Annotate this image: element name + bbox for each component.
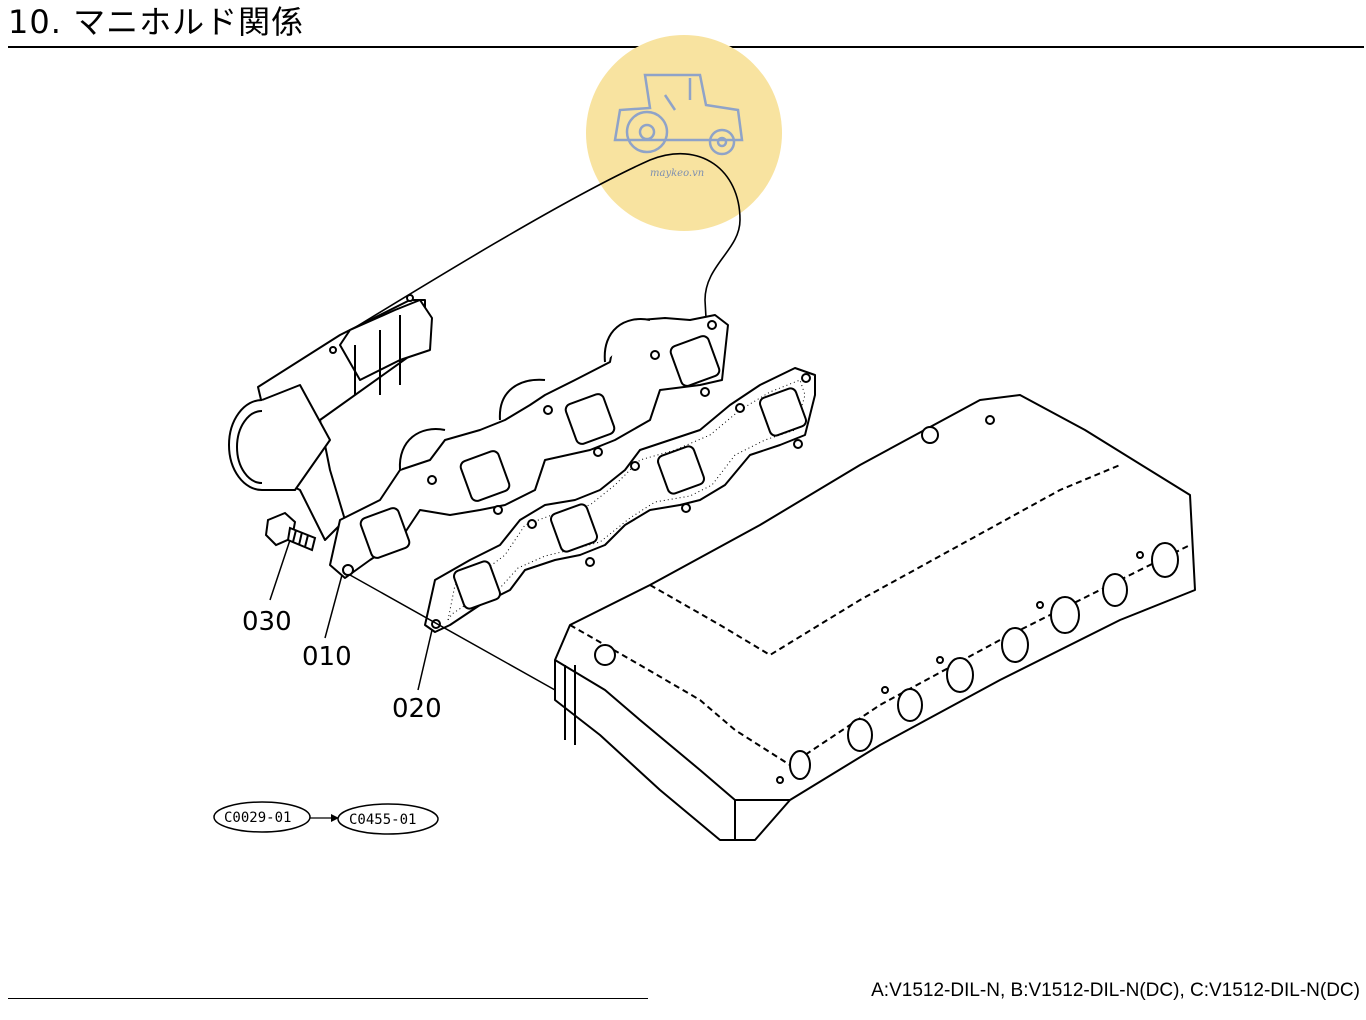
reference-codes: C0029-01 C0455-01 [213, 801, 439, 835]
reference-from[interactable]: C0029-01 [224, 810, 291, 826]
reference-to[interactable]: C0455-01 [349, 812, 416, 828]
model-applicability: A:V1512-DIL-N, B:V1512-DIL-N(DC), C:V151… [871, 980, 1360, 1001]
footer-divider [8, 998, 648, 999]
callout-010[interactable]: 010 [302, 642, 352, 672]
reference-to-bubble[interactable] [337, 803, 439, 835]
watermark: maykeo.vn [586, 35, 782, 231]
callout-leaders [269, 539, 556, 691]
manifold-bolt [264, 511, 317, 552]
watermark-text: maykeo.vn [650, 168, 704, 179]
manifold-gasket [424, 367, 816, 633]
tractor-icon [613, 73, 744, 156]
reference-from-bubble[interactable] [213, 801, 311, 833]
exhaust-manifold [228, 294, 729, 579]
callout-030[interactable]: 030 [242, 607, 292, 637]
cylinder-head [554, 394, 1196, 841]
callout-020[interactable]: 020 [392, 694, 442, 724]
page-title: 10. マニホルド関係 [8, 3, 305, 41]
